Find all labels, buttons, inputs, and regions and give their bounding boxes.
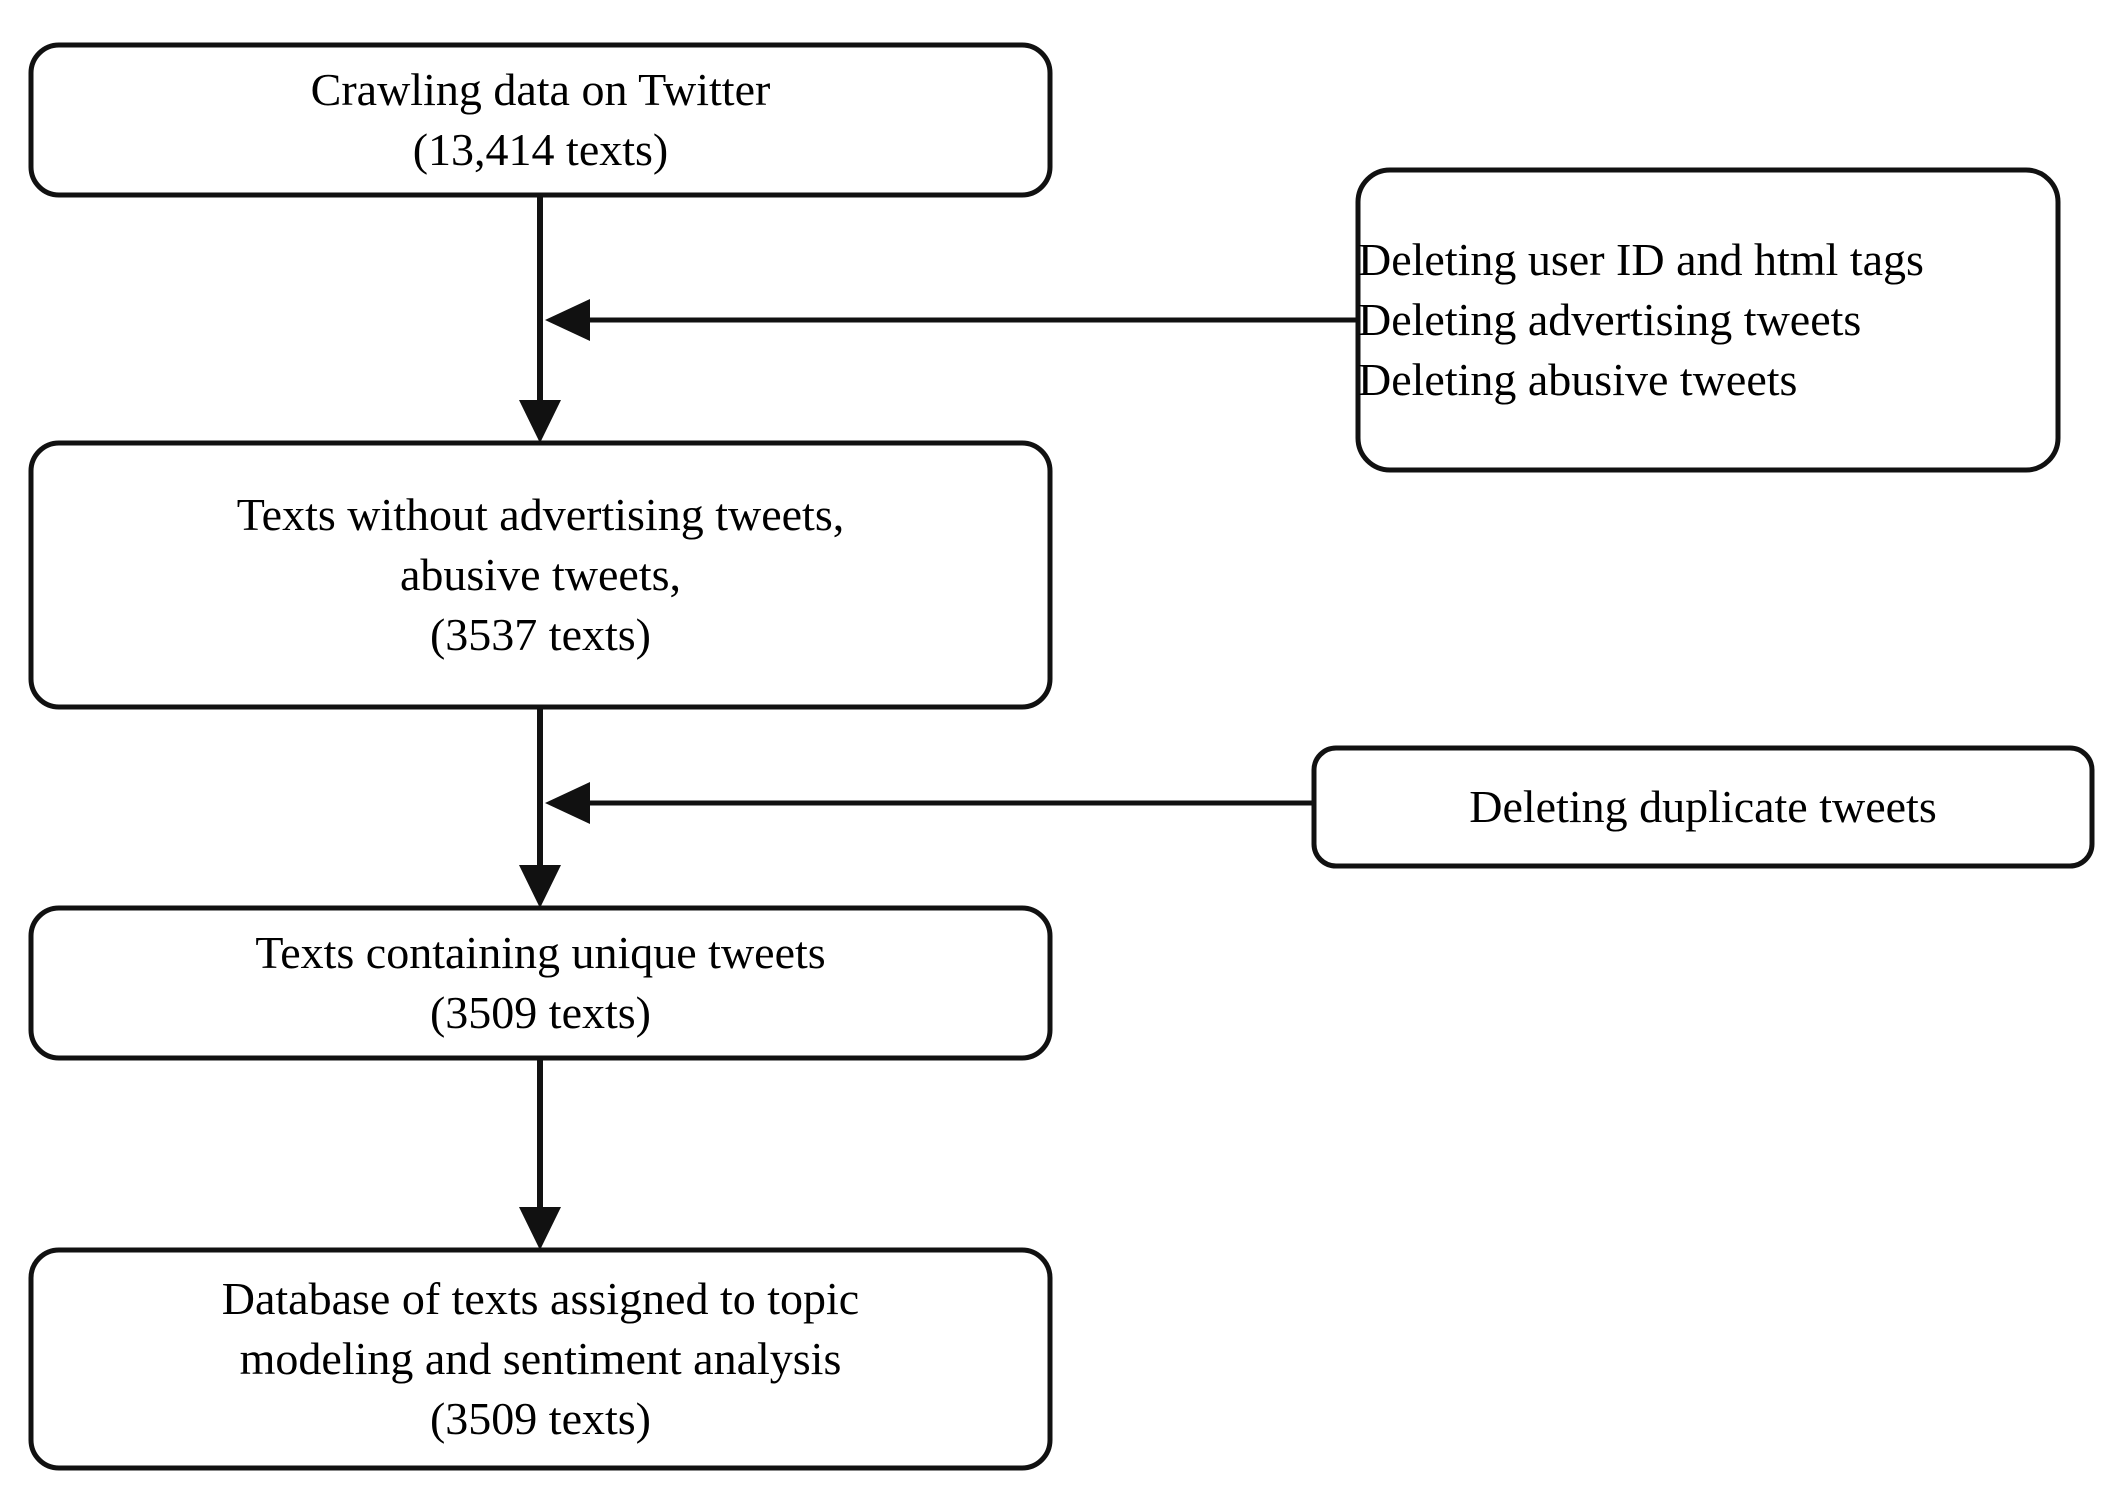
arrowhead-down-icon <box>519 1207 561 1250</box>
edge-unique-to-database <box>519 1058 561 1250</box>
node-crawling-data[interactable] <box>28 42 1053 198</box>
arrowhead-down-icon <box>519 865 561 908</box>
node-texts-without-advertising[interactable] <box>28 440 1053 710</box>
edge-dedupe-to-trunk <box>545 782 1314 824</box>
node-deleting-duplicate-tweets[interactable] <box>1311 745 2095 869</box>
edge-nonad-to-unique <box>519 707 561 908</box>
arrowhead-left-icon <box>545 299 590 341</box>
node-texts-containing-unique-tweets[interactable] <box>28 905 1053 1061</box>
edge-crawling-to-nonad <box>519 195 561 443</box>
node-cleaning-operations[interactable] <box>1355 167 2061 473</box>
edge-cleaning-to-trunk <box>545 299 1358 341</box>
arrowhead-down-icon <box>519 400 561 443</box>
arrowhead-left-icon <box>545 782 590 824</box>
node-database-of-texts[interactable] <box>28 1247 1053 1471</box>
